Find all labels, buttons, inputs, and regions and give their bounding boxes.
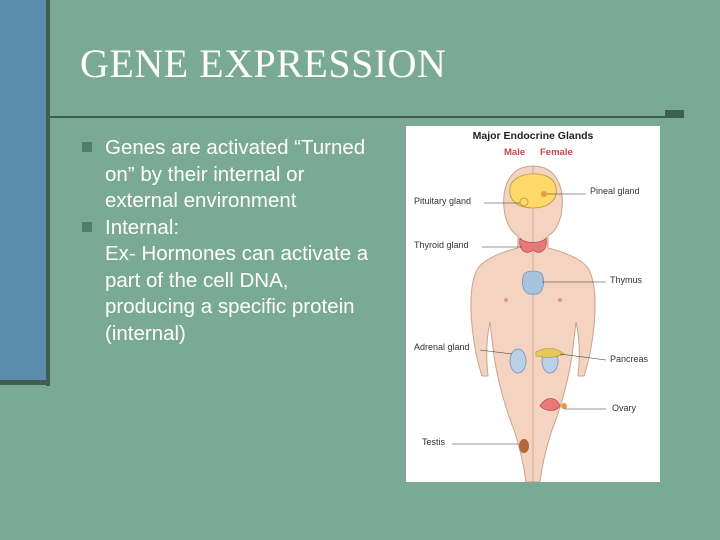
endocrine-glands-figure: Major Endocrine Glands Male Female Pitui…: [406, 126, 660, 482]
side-accent-bar: [0, 0, 46, 384]
label-pancreas: Pancreas: [610, 354, 649, 364]
bullet-square-icon: [82, 142, 92, 152]
bullet-sub-text: Ex- Hormones can activate a part of the …: [105, 242, 369, 345]
side-accent-edge: [46, 0, 50, 386]
body-illustration: [452, 165, 607, 482]
figure-title: Major Endocrine Glands: [472, 130, 594, 142]
left-kidney-icon: [509, 348, 527, 374]
pineal-icon: [541, 191, 547, 197]
thyroid-icon: [519, 236, 547, 253]
label-thyroid: Thyroid gland: [414, 240, 469, 250]
title-divider: [50, 116, 684, 118]
testis-icon: [519, 439, 529, 453]
title-divider-cap: [665, 110, 684, 118]
side-accent-bottom: [0, 380, 50, 385]
label-testis: Testis: [422, 437, 446, 447]
bullet-text: Internal:: [105, 215, 180, 239]
label-ovary: Ovary: [612, 403, 637, 413]
label-pituitary: Pituitary gland: [414, 196, 472, 206]
label-thymus: Thymus: [610, 275, 643, 285]
pituitary-icon: [519, 197, 529, 207]
ovary-icon: [539, 398, 561, 411]
label-adrenal: Adrenal gland: [414, 342, 470, 352]
bullet-item: Genes are activated “Turned on” by their…: [82, 135, 382, 215]
slide-title: GENE EXPRESSION: [80, 41, 447, 86]
bullet-list: Genes are activated “Turned on” by their…: [82, 135, 382, 347]
bullet-item: Internal:: [82, 215, 382, 242]
bullet-square-icon: [82, 221, 92, 232]
bullet-text: Genes are activated “Turned on” by their…: [105, 136, 366, 212]
female-label: Female: [540, 147, 573, 158]
thymus-icon: [522, 270, 544, 295]
male-label: Male: [504, 147, 526, 158]
label-pineal: Pineal gland: [590, 186, 640, 196]
pancreas-icon: [535, 348, 565, 358]
